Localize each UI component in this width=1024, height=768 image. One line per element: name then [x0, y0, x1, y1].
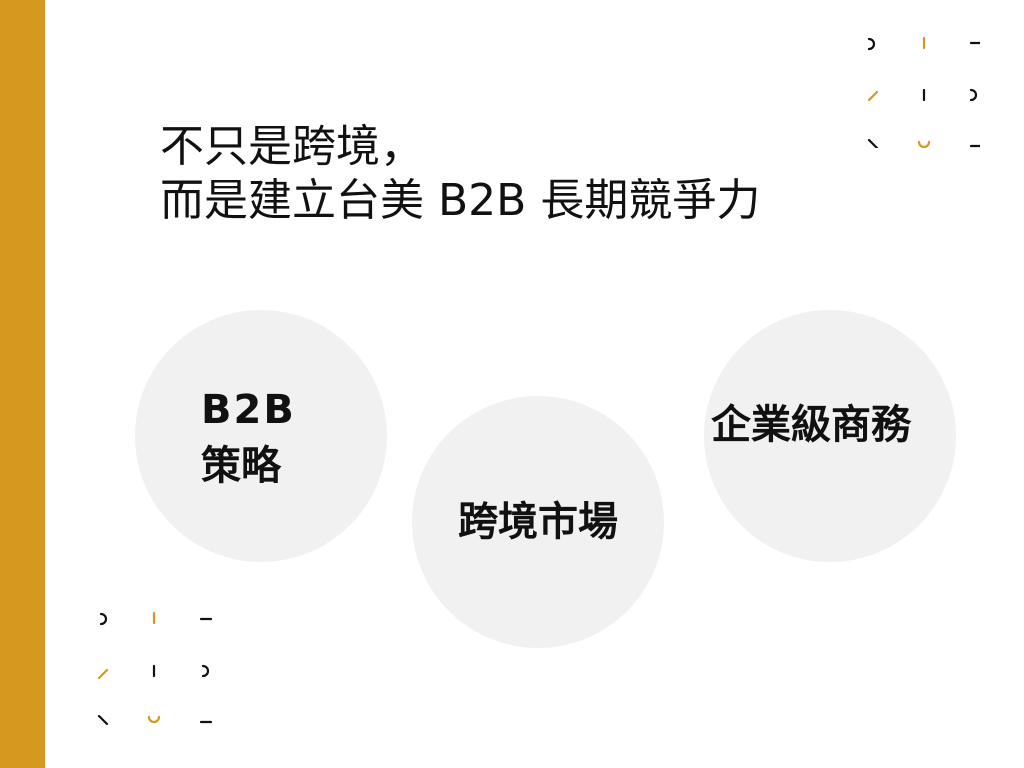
circle-label: 企業級商務 — [711, 402, 911, 448]
page-title: 不只是跨境， 而是建立台美 B2B 長期競爭力 — [160, 120, 760, 228]
accent-sidebar-bar — [0, 0, 45, 768]
circle-label-line2: 策略 — [201, 443, 281, 489]
circle-b2b-strategy: B2B 策略 — [135, 310, 387, 562]
pattern-grid-icon — [97, 611, 213, 726]
circle-enterprise-commerce: 企業級商務 — [704, 310, 956, 562]
decorative-pattern-top-right — [860, 28, 983, 150]
circle-label: 跨境市場 — [458, 499, 618, 545]
pattern-grid-icon — [867, 36, 983, 150]
title-line-2: 而是建立台美 B2B 長期競爭力 — [160, 175, 761, 226]
circle-cross-border-market: 跨境市場 — [412, 396, 664, 648]
decorative-pattern-bottom-left — [92, 605, 213, 726]
title-line-1: 不只是跨境， — [160, 121, 424, 172]
circle-label-line1: B2B — [201, 387, 296, 433]
